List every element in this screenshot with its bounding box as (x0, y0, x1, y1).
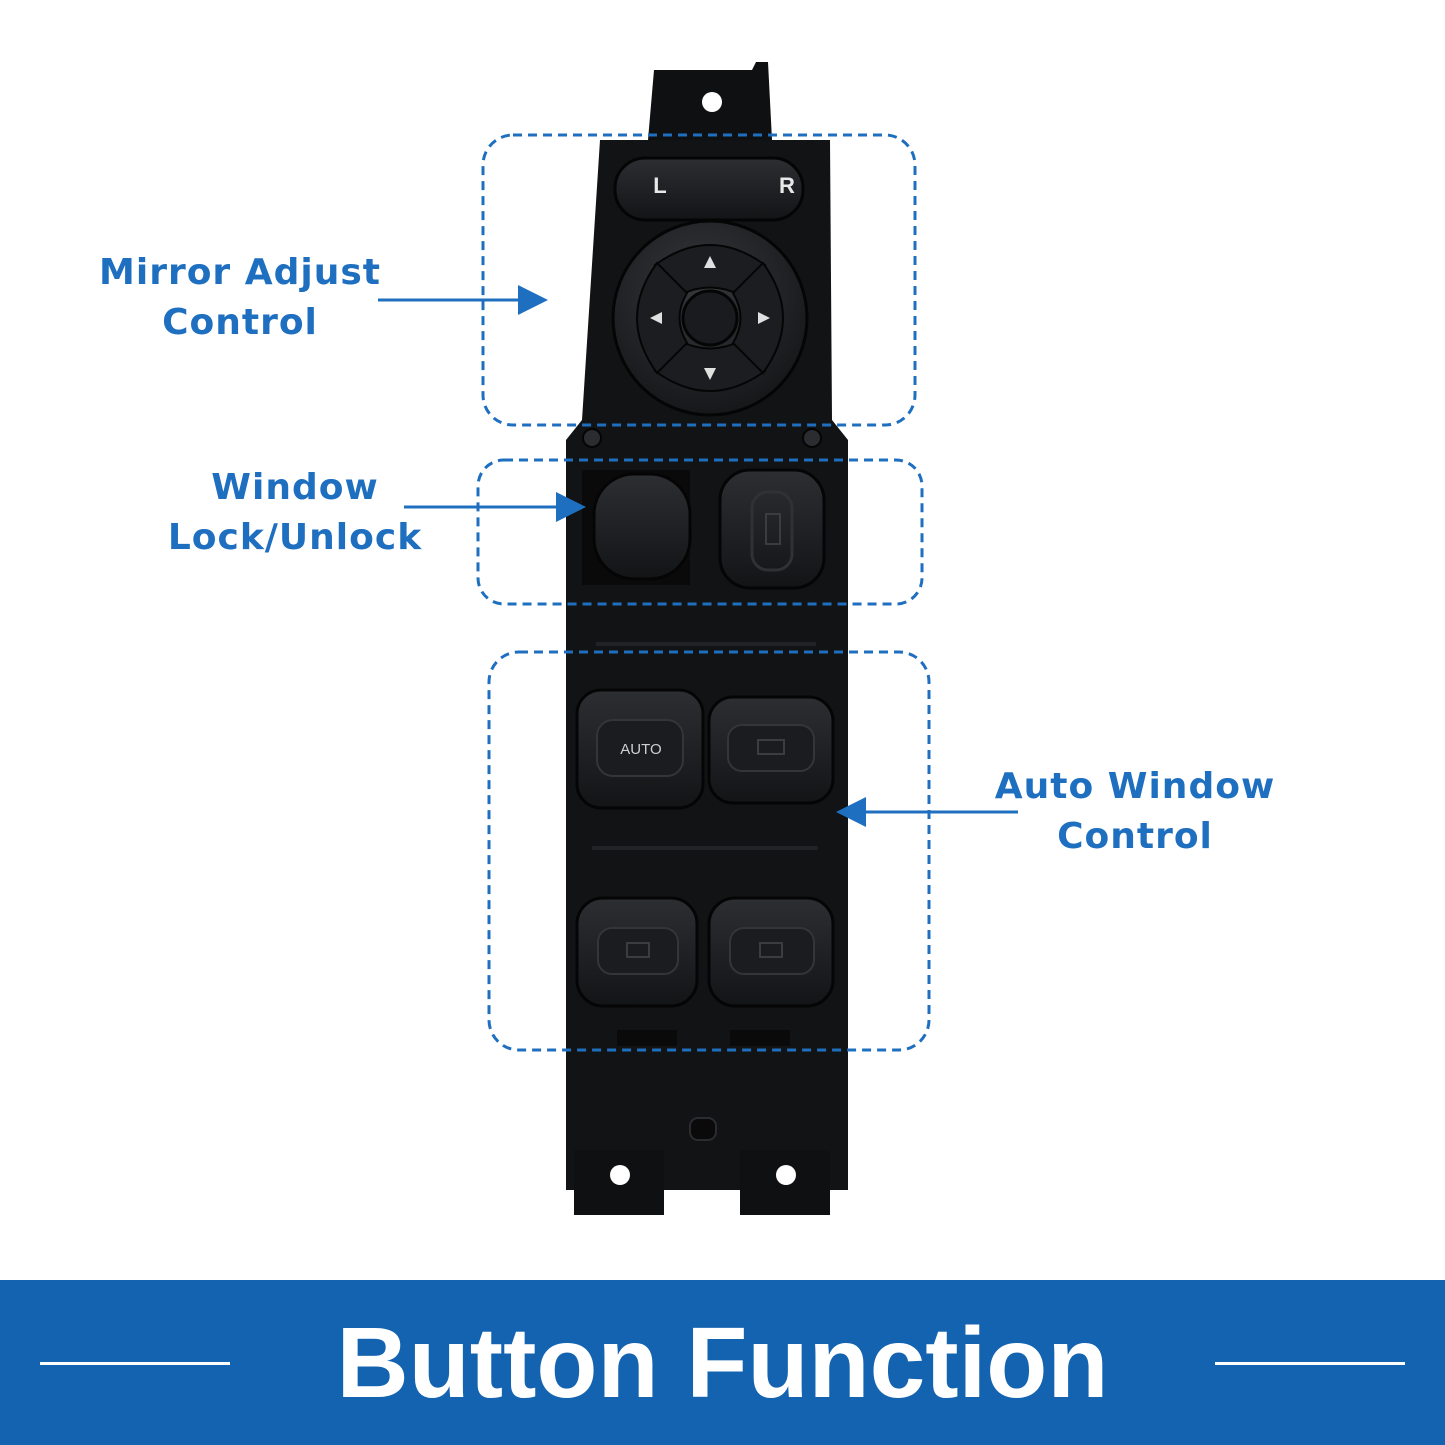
auto-callout-line1: Auto Window (994, 766, 1276, 807)
divider (592, 846, 818, 850)
footer-rule-left (40, 1362, 230, 1365)
arrow-left-icon (650, 312, 662, 324)
slot (689, 1117, 717, 1141)
mirror-left-label: L (653, 173, 666, 198)
mirror-callout-line1: Mirror Adjust (99, 252, 381, 293)
lock-control-highlight (476, 458, 924, 606)
front-window-switches: AUTO (575, 688, 835, 810)
mirror-callout-line2: Control (162, 302, 318, 343)
lock-callout-line2: Lock/Unlock (167, 517, 423, 558)
switch-panel-illustration: L R A (378, 62, 1018, 1215)
top-mount-tab (648, 62, 772, 140)
lock-callout: Window Lock/Unlock (140, 463, 450, 563)
mirror-select-rocker[interactable]: L R (613, 156, 805, 222)
mirror-center-button[interactable] (681, 289, 739, 347)
mirror-right-label: R (779, 173, 795, 198)
arrow-up-icon (704, 256, 716, 268)
footer-banner: Button Function (0, 1280, 1445, 1445)
slot (617, 1030, 677, 1046)
screw-icon (802, 428, 822, 448)
auto-label: AUTO (620, 741, 661, 758)
slot (730, 1030, 790, 1046)
divider (596, 642, 816, 646)
product-photo: L R A (378, 62, 1018, 1215)
mirror-direction-pad[interactable] (611, 219, 809, 417)
arrow-right-icon (758, 312, 770, 324)
mirror-callout: Mirror Adjust Control (90, 248, 390, 348)
window-lock-buttons (582, 468, 826, 590)
footer-title: Button Function (336, 1307, 1109, 1419)
auto-callout: Auto Window Control (980, 762, 1290, 862)
mirror-control-highlight (481, 133, 917, 427)
rear-window-switches (575, 896, 835, 1008)
window-unlock-button[interactable] (718, 468, 826, 590)
footer-rule-right (1215, 1362, 1405, 1365)
screw-icon (582, 428, 602, 448)
bottom-mount-tabs (574, 1150, 830, 1215)
lock-callout-line1: Window (211, 467, 379, 508)
window-lock-button[interactable] (592, 472, 692, 581)
auto-callout-line2: Control (1057, 816, 1213, 857)
arrow-down-icon (704, 368, 716, 380)
